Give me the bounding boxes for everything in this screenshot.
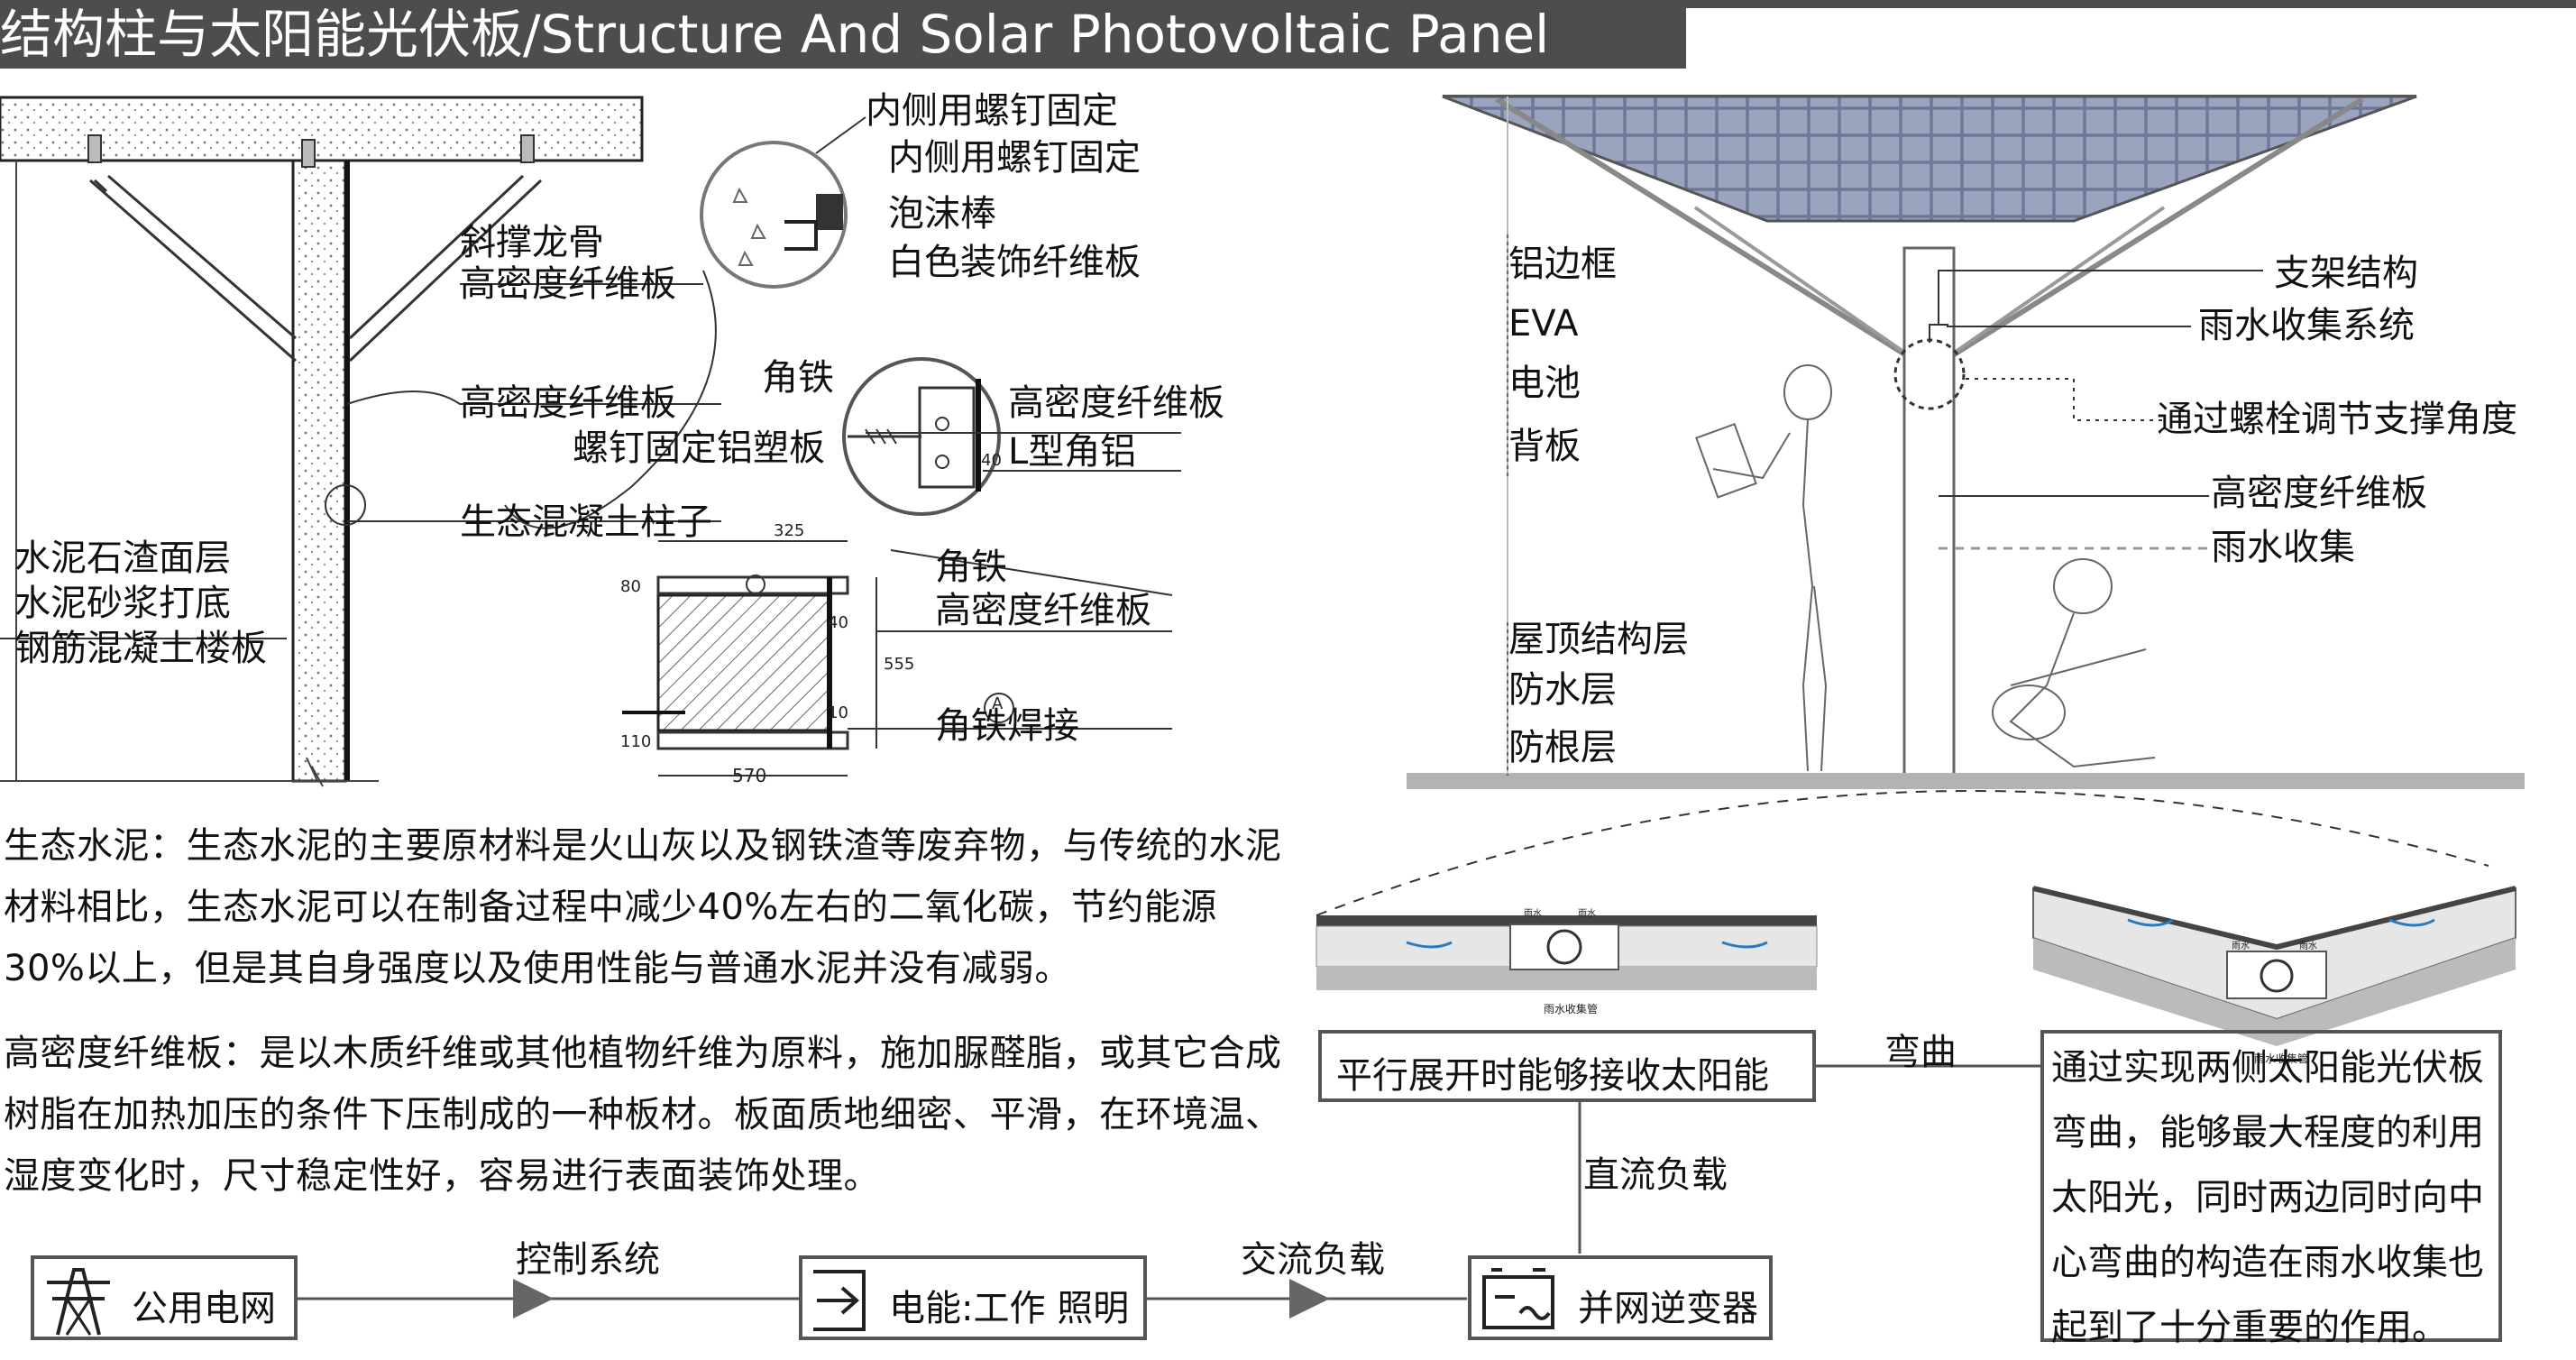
control-label: 控制系统 xyxy=(516,1239,660,1281)
parallel-box: 平行展开时能够接收太阳能 xyxy=(1318,1030,1816,1102)
flat-panel-diagram xyxy=(1316,790,2489,990)
tag-rain-d: 雨水 xyxy=(2299,942,2317,951)
label-eco-column: 生态混凝土柱子 xyxy=(460,501,712,543)
dim-40b: 40 xyxy=(981,451,1002,470)
label-hd-board-solar: 高密度纤维板 xyxy=(2211,473,2427,514)
top-rule xyxy=(1686,0,2576,8)
grid-box: 公用电网 xyxy=(31,1255,298,1340)
label-hd-board-3: 高密度纤维板 xyxy=(1008,382,1224,424)
label-foam-rod: 泡沫棒 xyxy=(888,193,996,234)
label-backplate: 背板 xyxy=(1508,426,1581,467)
inverter-icon xyxy=(1482,1268,1554,1329)
page-title: 结构柱与太阳能光伏板/Structure And Solar Photovolt… xyxy=(0,4,1550,65)
inverter-box: 并网逆变器 xyxy=(1468,1255,1773,1340)
label-root-proof: 防根层 xyxy=(1508,727,1617,768)
label-floor-2: 水泥砂浆打底 xyxy=(14,583,231,624)
inverter-label: 并网逆变器 xyxy=(1578,1288,1758,1329)
label-floor-1: 水泥石渣面层 xyxy=(14,538,231,579)
ac-load-label: 交流负载 xyxy=(1241,1239,1385,1281)
parallel-box-label: 平行展开时能够接收太阳能 xyxy=(1336,1055,1769,1097)
label-hd-board-1: 高密度纤维板 xyxy=(460,263,676,305)
label-screw-alu: 螺钉固定铝塑板 xyxy=(573,427,825,469)
title-bar xyxy=(0,0,1686,69)
column-plan-detail xyxy=(622,540,1173,776)
column-section xyxy=(0,159,379,787)
transmission-tower-icon xyxy=(47,1268,110,1336)
label-bracket: 支架结构 xyxy=(2274,253,2418,294)
section-mark-a: A xyxy=(992,694,1004,713)
caption-rain-pipe-flat: 雨水收集管 xyxy=(1544,1003,1599,1015)
dim-10: 10 xyxy=(828,703,848,722)
diagonal-braces xyxy=(87,134,543,363)
dim-40a: 40 xyxy=(828,613,848,632)
label-roof-struct: 屋顶结构层 xyxy=(1508,619,1689,660)
dim-110: 110 xyxy=(620,732,652,751)
label-white-board: 白色装饰纤维板 xyxy=(888,242,1141,283)
flow-arrowheads xyxy=(513,1279,1330,1319)
tag-rain-a: 雨水 xyxy=(1524,909,1542,919)
grid-label: 公用电网 xyxy=(132,1288,276,1329)
label-l-alu: L型角铝 xyxy=(1008,431,1137,473)
label-eva: EVA xyxy=(1508,303,1579,345)
energy-label: 电能:工作 照明 xyxy=(889,1288,1130,1329)
label-battery: 电池 xyxy=(1508,363,1581,404)
label-waterproof: 防水层 xyxy=(1508,669,1617,711)
exit-arrow-icon xyxy=(813,1270,866,1331)
label-rain-collect: 雨水收集 xyxy=(2211,527,2355,568)
label-hd-board-4: 高密度纤维板 xyxy=(935,590,1151,631)
solar-tree xyxy=(1407,95,2525,789)
label-hd-board-2: 高密度纤维板 xyxy=(460,382,676,424)
dim-80: 80 xyxy=(620,577,641,596)
label-floor-3: 钢筋混凝土楼板 xyxy=(14,628,267,669)
bend-description: 通过实现两侧太阳能光伏板弯曲，能够最大程度的利用太阳光，同时两边同时向中心弯曲的… xyxy=(2040,1030,2502,1348)
label-angle-iron-2: 角铁 xyxy=(935,547,1007,588)
label-rain-system: 雨水收集系统 xyxy=(2198,305,2415,346)
people-sketch xyxy=(1695,364,2156,772)
dc-load-label: 直流负载 xyxy=(1583,1154,1728,1196)
tag-rain-c: 雨水 xyxy=(2232,942,2250,951)
energy-box: 电能:工作 照明 xyxy=(799,1255,1147,1340)
bent-panel-diagram xyxy=(2032,886,2516,1046)
label-brace-keel: 斜撑龙骨 xyxy=(460,222,604,263)
dim-325: 325 xyxy=(774,521,805,540)
dim-570: 570 xyxy=(732,765,767,786)
paragraph-eco-cement: 生态水泥：生态水泥的主要原材料是火山灰以及钢铁渣等废弃物，与传统的水泥材料相比，… xyxy=(4,825,1282,989)
leader-lines-left xyxy=(0,270,1181,639)
label-alu-frame: 铝边框 xyxy=(1508,244,1617,285)
detail-circle-2 xyxy=(842,357,1001,516)
bend-label: 弯曲 xyxy=(1884,1032,1957,1073)
detail-circle-1 xyxy=(700,116,866,289)
caption-rain-pipe-bent: 雨水收集管 xyxy=(2254,1052,2309,1065)
label-inner-screw-2: 内侧用螺钉固定 xyxy=(888,137,1141,179)
solar-leaders xyxy=(1929,270,2263,550)
label-angle-iron-1: 角铁 xyxy=(762,357,834,399)
dim-555: 555 xyxy=(884,655,915,674)
label-bolt-adjust: 通过螺栓调节支撑角度 xyxy=(2157,399,2517,440)
tag-rain-b: 雨水 xyxy=(1578,909,1596,919)
label-inner-screw-1: 内侧用螺钉固定 xyxy=(866,90,1118,132)
paragraph-hd-fiber: 高密度纤维板：是以木质纤维或其他植物纤维为原料，施加脲醛脂，或其它合成树脂在加热… xyxy=(4,1033,1282,1197)
label-angle-weld: 角铁焊接 xyxy=(935,705,1079,747)
